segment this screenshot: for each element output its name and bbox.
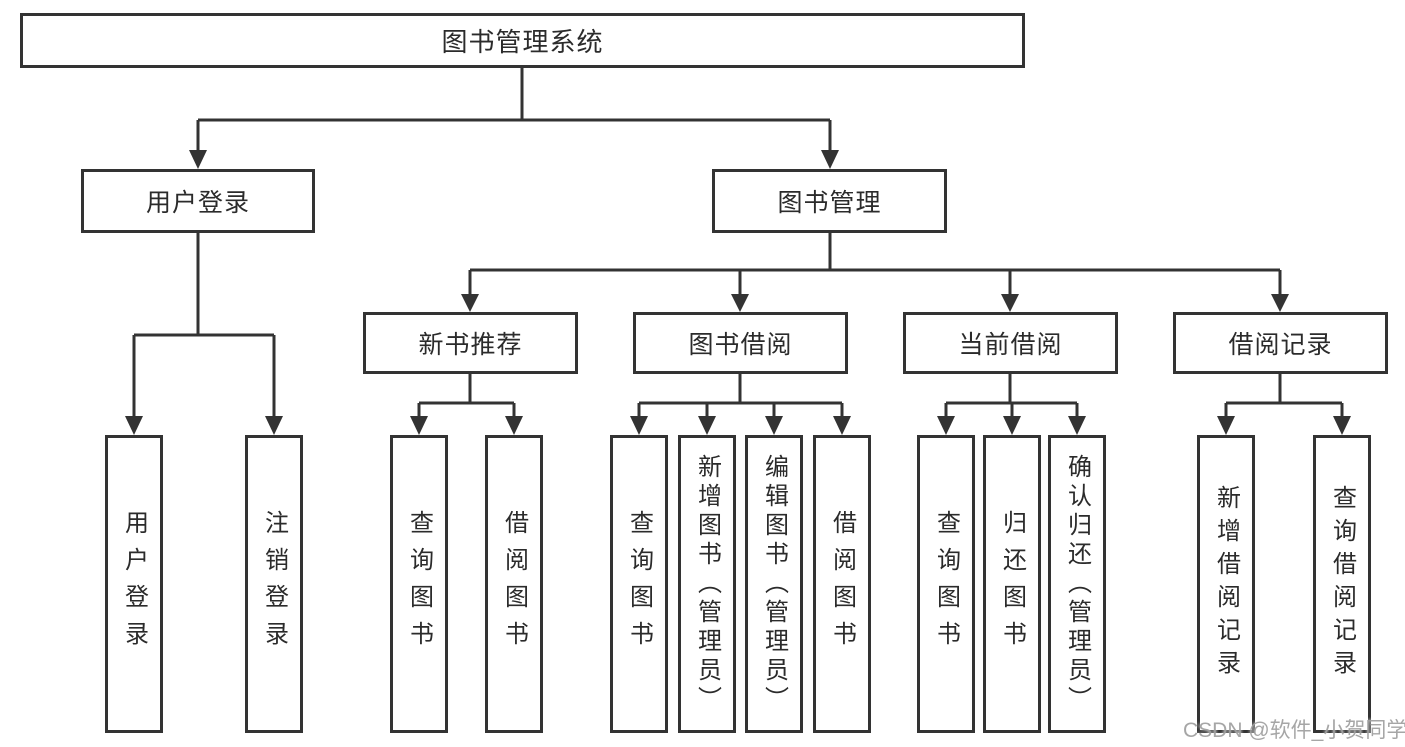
node-return-books: 归还图书 xyxy=(983,435,1041,733)
node-logout-leaf: 注销登录 xyxy=(245,435,303,733)
node-add-books-admin: 新增图书（管理员） xyxy=(678,435,736,733)
node-confirm-return-admin: 确认归还（管理员） xyxy=(1048,435,1106,733)
node-edit-books-admin: 编辑图书（管理员） xyxy=(745,435,803,733)
csdn-watermark: CSDN @软件_小贺同学 xyxy=(1183,719,1405,742)
node-book-management-branch: 图书管理 xyxy=(712,169,947,233)
node-book-borrowing: 图书借阅 xyxy=(633,312,848,374)
node-query-borrow-record: 查询借阅记录 xyxy=(1313,435,1371,733)
node-borrowing-records: 借阅记录 xyxy=(1173,312,1388,374)
node-root-system: 图书管理系统 xyxy=(20,13,1025,68)
node-add-borrow-record: 新增借阅记录 xyxy=(1197,435,1255,733)
node-borrow-books-1: 借阅图书 xyxy=(485,435,543,733)
node-query-books-3: 查询图书 xyxy=(917,435,975,733)
node-borrow-books-2: 借阅图书 xyxy=(813,435,871,733)
node-new-book-recommendation: 新书推荐 xyxy=(363,312,578,374)
arrowheads xyxy=(125,150,1351,435)
node-query-books-1: 查询图书 xyxy=(390,435,448,733)
node-user-login-branch: 用户登录 xyxy=(81,169,315,233)
node-current-borrowing: 当前借阅 xyxy=(903,312,1118,374)
node-query-books-2: 查询图书 xyxy=(610,435,668,733)
node-user-login-leaf: 用户登录 xyxy=(105,435,163,733)
